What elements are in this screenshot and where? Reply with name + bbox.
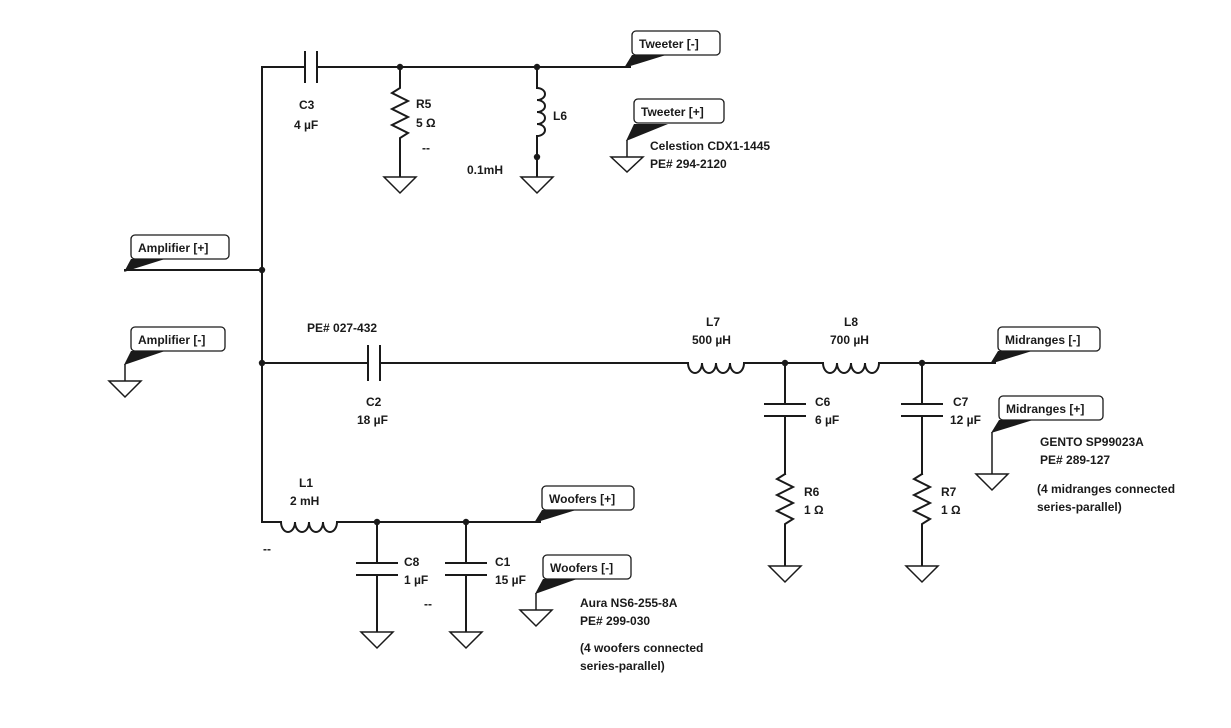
r6-name: R6 (804, 485, 820, 499)
inductor-l8 (821, 361, 996, 374)
svg-text:Amplifier [+]: Amplifier [+] (138, 241, 208, 255)
woofer-note-2: series-parallel) (580, 659, 665, 673)
c8-name: C8 (404, 555, 420, 569)
capacitor-c1 (445, 521, 487, 633)
ground-symbol (519, 176, 555, 195)
midrange-part: PE# 289-127 (1040, 453, 1110, 467)
tweeter-part: PE# 294-2120 (650, 157, 727, 171)
ground-symbol (448, 631, 484, 650)
r5-value: 5 Ω (416, 116, 436, 130)
port-woof-pos: Woofers [+] (534, 485, 635, 523)
woofer-part: PE# 299-030 (580, 614, 650, 628)
c3-value: 4 µF (294, 118, 318, 132)
svg-text:Tweeter [+]: Tweeter [+] (641, 105, 704, 119)
r5-name: R5 (416, 97, 432, 111)
capacitor-c8 (356, 521, 398, 633)
l1-name: L1 (299, 476, 313, 490)
c3-name: C3 (299, 98, 315, 112)
svg-text:Woofers [-]: Woofers [-] (550, 561, 613, 575)
ground-symbol (767, 565, 803, 584)
svg-text:Midranges [+]: Midranges [+] (1006, 402, 1084, 416)
c2-name: C2 (366, 395, 382, 409)
svg-text:Tweeter [-]: Tweeter [-] (639, 37, 699, 51)
capacitor-c7 (901, 362, 943, 475)
inductor-l7 (686, 361, 824, 374)
woofer-branch: L1 2 mH -- C8 1 µF -- C1 15 µF Wo (261, 476, 703, 673)
inductor-l6 (535, 66, 546, 178)
c1-name: C1 (495, 555, 511, 569)
c6-value: 6 µF (815, 413, 839, 427)
c7-name: C7 (953, 395, 969, 409)
l7-value: 500 µH (692, 333, 731, 347)
l7-name: L7 (706, 315, 720, 329)
l6-name: L6 (553, 109, 567, 123)
c1-value: 15 µF (495, 573, 526, 587)
r6-value: 1 Ω (804, 503, 824, 517)
c8-value: 1 µF (404, 573, 428, 587)
ground-symbol (359, 631, 395, 650)
port-mid-neg: Midranges [-] (990, 326, 1101, 364)
port-tweeter-neg: Tweeter [-] (624, 30, 721, 68)
l8-name: L8 (844, 315, 858, 329)
port-woof-neg: Woofers [-] (518, 554, 632, 628)
svg-text:Woofers [+]: Woofers [+] (549, 492, 615, 506)
tweeter-model: Celestion CDX1-1445 (650, 139, 770, 153)
l8-value: 700 µH (830, 333, 869, 347)
l6-value: 0.1mH (467, 163, 503, 177)
l1-value: 2 mH (290, 494, 319, 508)
c2-value: 18 µF (357, 413, 388, 427)
c6-name: C6 (815, 395, 831, 409)
c2-part: PE# 027-432 (307, 321, 377, 335)
svg-text:Amplifier [-]: Amplifier [-] (138, 333, 205, 347)
inductor-l1 (279, 520, 541, 533)
port-amp-pos: Amplifier [+] (124, 234, 230, 272)
midrange-model: GENTO SP99023A (1040, 435, 1144, 449)
resistor-r6 (774, 472, 796, 567)
midrange-note-2: series-parallel) (1037, 500, 1122, 514)
ground-symbol (904, 565, 940, 584)
main-bus (124, 66, 266, 523)
r7-value: 1 Ω (941, 503, 961, 517)
woofer-note-1: (4 woofers connected (580, 641, 703, 655)
resistor-r7 (911, 472, 933, 567)
ground-symbol (382, 176, 418, 195)
svg-text:Midranges [-]: Midranges [-] (1005, 333, 1080, 347)
r5-note: -- (422, 141, 430, 155)
midrange-branch: PE# 027-432 C2 18 µF L7 500 µH L8 700 µH… (261, 315, 1175, 584)
port-tweeter-pos: Tweeter [+] (609, 98, 725, 174)
c8-note: -- (424, 597, 432, 611)
l1-note: -- (263, 542, 271, 556)
tweeter-branch: C3 4 µF R5 5 Ω -- L6 0.1mH Tweeter [-] (261, 30, 770, 195)
midrange-note-1: (4 midranges connected (1037, 482, 1175, 496)
capacitor-c2 (367, 345, 381, 381)
resistor-r5 (389, 66, 411, 178)
port-mid-pos: Midranges [+] (974, 395, 1104, 492)
c7-value: 12 µF (950, 413, 981, 427)
port-amp-neg: Amplifier [-] (107, 326, 226, 399)
capacitor-c6 (764, 362, 806, 475)
woofer-model: Aura NS6-255-8A (580, 596, 678, 610)
r7-name: R7 (941, 485, 957, 499)
capacitor-c3 (304, 51, 318, 83)
